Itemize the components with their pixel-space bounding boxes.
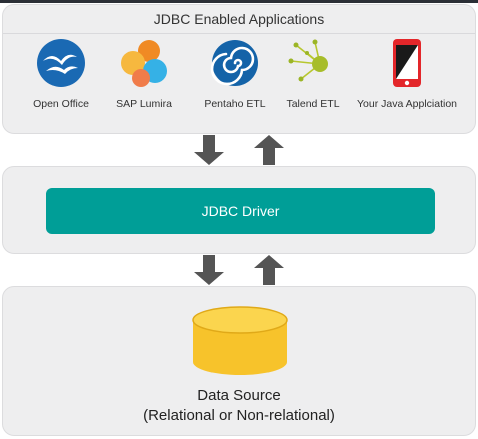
sap-lumira-bubbles-icon — [121, 40, 167, 87]
flow-arrows-driver-source — [194, 255, 284, 285]
flow-arrows-apps-driver — [194, 135, 284, 165]
data-source-subtitle: (Relational or Non-relational) — [143, 407, 335, 424]
open-office-gulls-icon — [37, 39, 85, 87]
top-edge-bar — [0, 0, 478, 3]
app-label-talend-etl: Talend ETL — [286, 98, 340, 110]
applications-panel-title: JDBC Enabled Applications — [3, 5, 475, 34]
up-arrow-icon — [254, 135, 284, 165]
down-arrow-icon — [194, 255, 224, 285]
applications-panel: JDBC Enabled Applications Open Office SA… — [2, 4, 476, 134]
app-pentaho-etl: Pentaho ETL — [180, 37, 290, 110]
pentaho-spiral-icon — [210, 40, 258, 86]
data-source-panel: Data Source (Relational or Non-relationa… — [2, 286, 476, 436]
app-your-java-application: Your Java Applciation — [352, 37, 462, 110]
data-source-title: Data Source — [197, 387, 281, 404]
mobile-phone-icon — [393, 39, 421, 87]
jdbc-driver-box: JDBC Driver — [46, 188, 435, 234]
down-arrow-icon — [194, 135, 224, 165]
app-label-your-java-application: Your Java Applciation — [356, 98, 458, 110]
app-talend-etl: Talend ETL — [258, 37, 368, 110]
app-label-pentaho-etl: Pentaho ETL — [204, 98, 266, 110]
app-label-sap-lumira: SAP Lumira — [116, 98, 172, 110]
talend-network-icon — [288, 39, 328, 82]
up-arrow-icon — [254, 255, 284, 285]
driver-panel: JDBC Driver — [2, 166, 476, 254]
app-sap-lumira: SAP Lumira — [89, 37, 199, 110]
database-cylinder-icon — [192, 306, 288, 375]
app-label-open-office: Open Office — [33, 98, 89, 110]
app-open-office: Open Office — [6, 37, 116, 110]
